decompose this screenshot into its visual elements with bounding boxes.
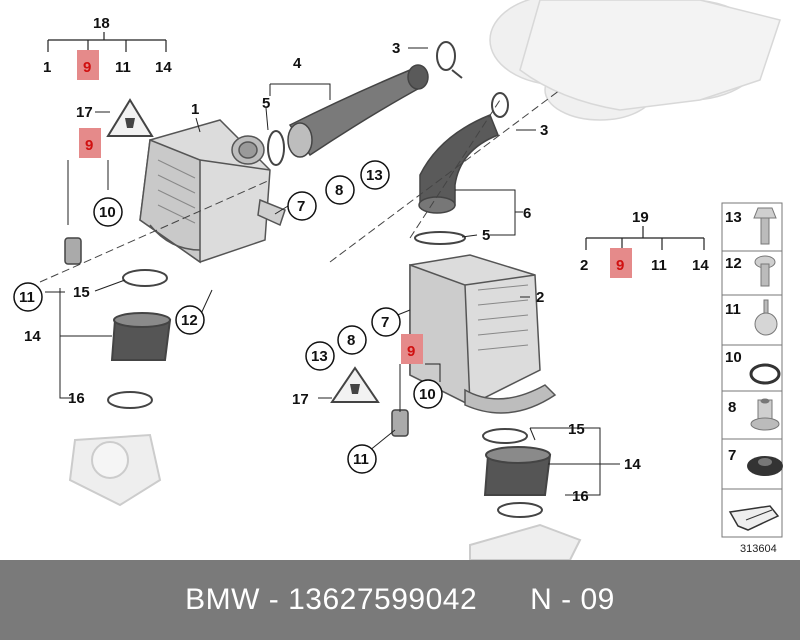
label-19-child-9: 9 bbox=[616, 257, 624, 274]
label-14-left: 14 bbox=[24, 328, 41, 345]
label-1: 1 bbox=[191, 101, 199, 118]
lower-left-parts-illustration bbox=[68, 269, 172, 507]
label-16-right: 16 bbox=[572, 488, 589, 505]
label-19-child-11: 11 bbox=[651, 257, 667, 274]
label-8-right: 8 bbox=[347, 332, 355, 349]
legend-label-10: 10 bbox=[725, 349, 742, 366]
label-4: 4 bbox=[293, 55, 302, 72]
label-18: 18 bbox=[93, 15, 110, 32]
legend-label-7: 7 bbox=[728, 447, 736, 464]
engine-ghost-illustration bbox=[489, 0, 781, 121]
hose-clamps-left-illustration bbox=[267, 41, 463, 166]
label-19-child-2: 2 bbox=[580, 257, 588, 274]
label-9-right: 9 bbox=[407, 343, 415, 360]
highlight-box bbox=[79, 128, 101, 158]
label-17-right: 17 bbox=[292, 391, 309, 408]
label-15-right: 15 bbox=[568, 421, 585, 438]
label-3-top: 3 bbox=[392, 40, 400, 57]
leader-lines bbox=[45, 47, 620, 496]
label-11-left: 11 bbox=[19, 289, 35, 306]
bolt-13-icon bbox=[753, 207, 777, 245]
circled-labels bbox=[13, 160, 443, 474]
label-7-right: 7 bbox=[381, 314, 389, 331]
intercooler-left-illustration bbox=[139, 119, 286, 264]
lower-right-parts-illustration bbox=[469, 428, 582, 561]
o-ring-10-icon bbox=[749, 363, 781, 385]
diagram-canvas: 18 1 9 11 14 19 2 9 11 14 bbox=[13, 0, 783, 561]
arrow-pointer-icon bbox=[728, 505, 780, 531]
label-18-child-9: 9 bbox=[83, 59, 91, 76]
label-5-right: 5 bbox=[482, 227, 490, 244]
label-19: 19 bbox=[632, 209, 649, 226]
label-2: 2 bbox=[536, 289, 544, 306]
label-8-left: 8 bbox=[335, 182, 343, 199]
grommet-7-icon bbox=[747, 456, 783, 476]
parts-legend: 13 12 11 10 8 7 313 bbox=[721, 202, 783, 555]
highlight-box bbox=[77, 50, 99, 80]
warning-triangle-icon bbox=[106, 98, 380, 403]
bushing-8-icon bbox=[750, 398, 780, 431]
label-16-left: 16 bbox=[68, 390, 85, 407]
label-7-left: 7 bbox=[297, 198, 305, 215]
clamp-5-right-illustration bbox=[414, 231, 466, 245]
label-18-child-14: 14 bbox=[155, 59, 172, 76]
label-18-child-11: 11 bbox=[115, 59, 131, 76]
dashed-axis-lines bbox=[39, 89, 561, 283]
label-11-right: 11 bbox=[353, 451, 369, 468]
bolt-11-icon bbox=[754, 299, 778, 336]
legend-label-13: 13 bbox=[725, 209, 742, 226]
label-13-left: 13 bbox=[366, 167, 383, 184]
label-10-left: 10 bbox=[99, 204, 116, 221]
highlight-box bbox=[401, 334, 423, 364]
figure-number: 313604 bbox=[740, 543, 777, 555]
legend-label-11: 11 bbox=[725, 301, 741, 318]
bolt-12-icon bbox=[754, 255, 776, 287]
label-18-child-1: 1 bbox=[43, 59, 51, 76]
label-9-left: 9 bbox=[85, 137, 93, 154]
label-6: 6 bbox=[523, 205, 531, 222]
group-19-bracket bbox=[585, 226, 705, 250]
footer-bar: BMW - 13627599042 N - 09 bbox=[0, 560, 800, 640]
label-15-left: 15 bbox=[73, 284, 90, 301]
legend-label-8: 8 bbox=[728, 399, 736, 416]
label-13-right: 13 bbox=[311, 348, 328, 365]
part-number-caption: BMW - 13627599042 N - 09 bbox=[185, 583, 615, 616]
label-12: 12 bbox=[181, 312, 198, 329]
charge-hose-6-illustration bbox=[418, 92, 509, 214]
highlight-box bbox=[610, 248, 632, 278]
charge-hose-4-illustration bbox=[287, 64, 429, 158]
parts-diagram: 18 1 9 11 14 19 2 9 11 14 bbox=[13, 0, 783, 561]
sensors-illustration bbox=[64, 237, 409, 437]
label-10-right: 10 bbox=[419, 386, 436, 403]
label-19-child-14: 14 bbox=[692, 257, 709, 274]
label-17-left: 17 bbox=[76, 104, 93, 121]
intercooler-right-illustration bbox=[409, 254, 557, 414]
label-5-left: 5 bbox=[262, 95, 270, 112]
label-14-right: 14 bbox=[624, 456, 641, 473]
group-18-bracket bbox=[47, 32, 167, 52]
legend-label-12: 12 bbox=[725, 255, 742, 272]
label-3-right: 3 bbox=[540, 122, 548, 139]
